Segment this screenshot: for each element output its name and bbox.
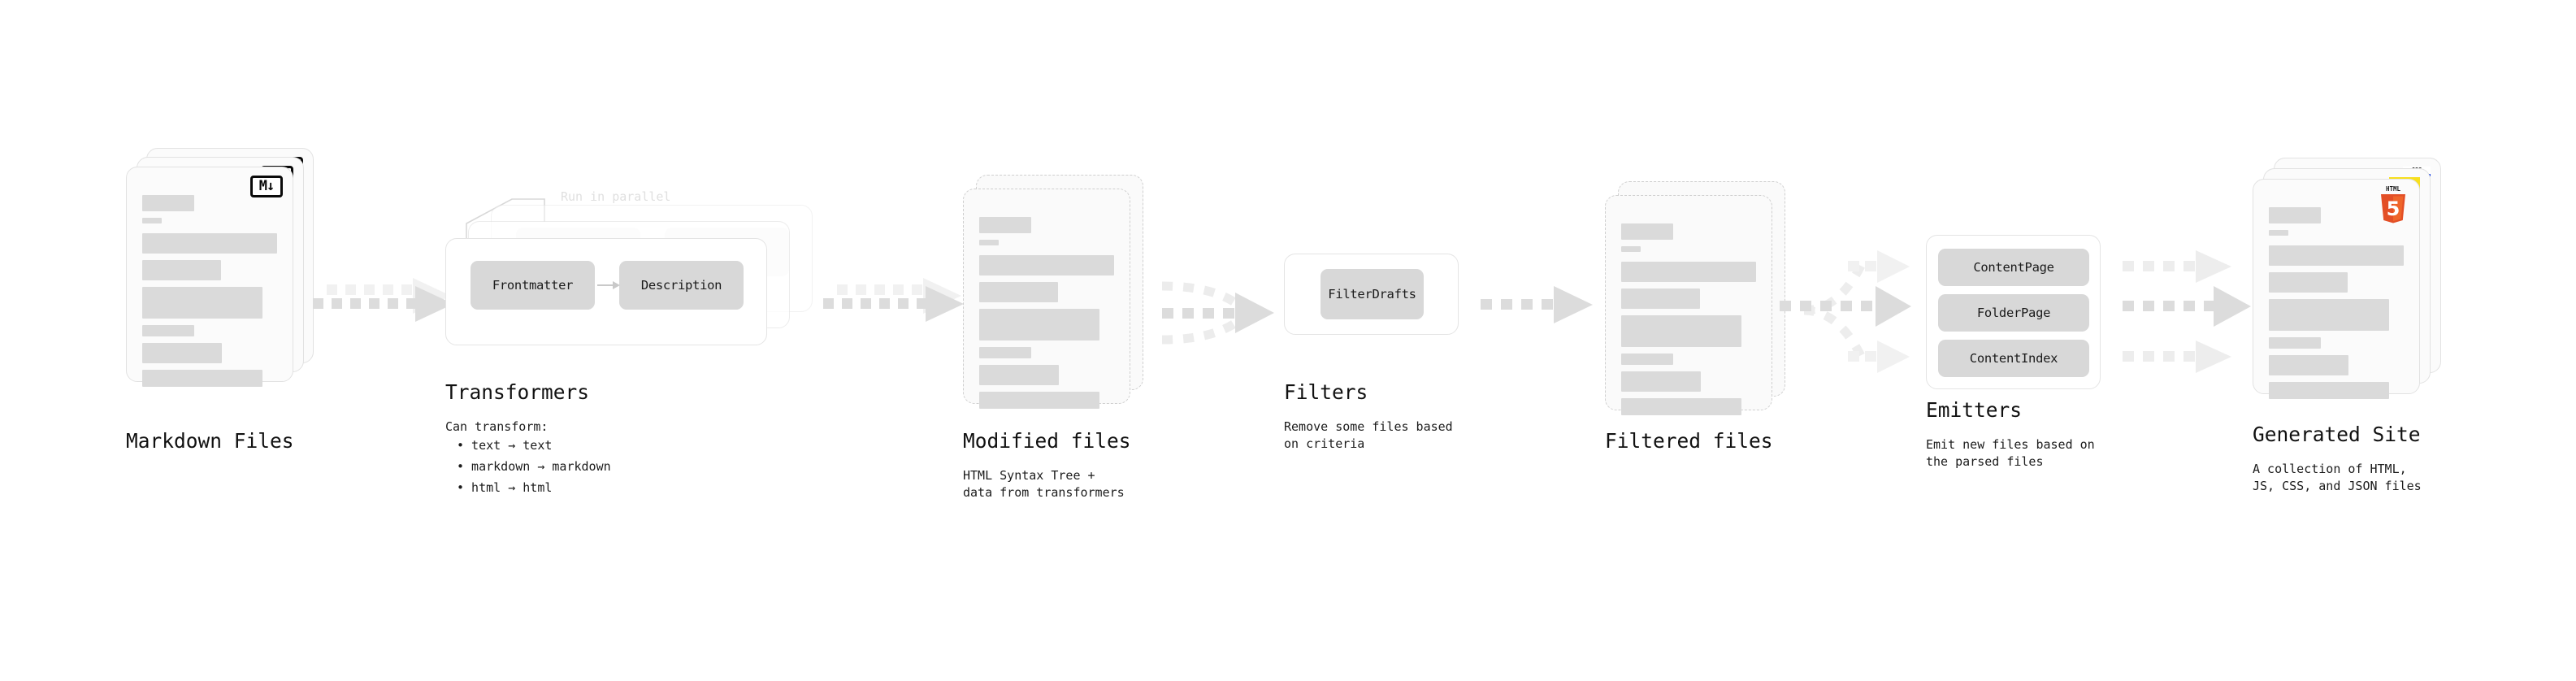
transformers-title: Transformers [445, 380, 590, 404]
content-bar [1621, 398, 1741, 415]
connector-transformers-to-modified [823, 278, 964, 322]
generated-site-subtitle: A collection of HTML, JS, CSS, and JSON … [2253, 462, 2422, 493]
content-bar [142, 287, 262, 319]
markdown-files-title: Markdown Files [126, 429, 294, 453]
modified-files-subtitle: HTML Syntax Tree + data from transformer… [963, 468, 1125, 500]
content-bar [1621, 288, 1700, 309]
content-bar [979, 217, 1031, 233]
content-bar [979, 392, 1099, 409]
content-bar [979, 365, 1059, 385]
filters-title: Filters [1284, 380, 1368, 404]
transformers-subtitle: Can transform: [445, 419, 549, 434]
document-content-lines [142, 195, 279, 393]
transformer-box-front[interactable]: Frontmatter Description [445, 238, 767, 345]
filters-box[interactable]: FilterDrafts [1284, 254, 1459, 335]
filter-pill-filterdrafts[interactable]: FilterDrafts [1321, 269, 1424, 319]
content-bar [1621, 315, 1741, 347]
connector-markdown-to-transformers [313, 278, 453, 322]
modified-card-front[interactable] [963, 189, 1130, 409]
content-bar [142, 218, 162, 223]
markdown-card-front[interactable]: M↓ [126, 167, 293, 387]
content-bar [979, 240, 999, 245]
emitter-pill-contentpage[interactable]: ContentPage [1938, 249, 2089, 286]
filtered-files-title: Filtered files [1605, 429, 1773, 453]
transformer-pill-frontmatter[interactable]: Frontmatter [471, 261, 595, 310]
content-bar [979, 282, 1058, 302]
content-bar [142, 325, 194, 336]
content-bar [979, 347, 1031, 358]
emitter-pill-contentindex[interactable]: ContentIndex [1938, 340, 2089, 377]
transformers-bullet-2: • html → html [457, 480, 553, 495]
content-bar [2269, 272, 2348, 293]
content-bar [142, 195, 194, 211]
site-card-front[interactable]: HTML 5 [2253, 179, 2420, 399]
modified-files-title: Modified files [963, 429, 1131, 453]
transformers-bullet-0: • text → text [457, 438, 553, 453]
content-bar [142, 260, 221, 280]
content-bar [1621, 223, 1673, 240]
content-bar [142, 370, 262, 387]
connector-emitters-to-site [2123, 250, 2251, 373]
filters-subtitle: Remove some files based on criteria [1284, 419, 1453, 451]
content-bar [2269, 337, 2321, 349]
content-bar [979, 309, 1099, 340]
transformer-inner-arrow [597, 281, 620, 289]
content-bar [2269, 230, 2288, 236]
content-bar [2269, 382, 2389, 399]
transformers-bullet-1: • markdown → markdown [457, 459, 611, 474]
emitters-box[interactable]: ContentPage FolderPage ContentIndex [1926, 235, 2101, 389]
filtered-card-front[interactable] [1605, 195, 1772, 415]
document-content-lines [1621, 223, 1758, 422]
emitters-subtitle: Emit new files based on the parsed files [1926, 437, 2095, 469]
connector-filters-to-filtered [1481, 286, 1593, 323]
emitter-pill-folderpage[interactable]: FolderPage [1938, 294, 2089, 332]
connector-filtered-to-emitters [1780, 250, 1911, 373]
document-content-lines [979, 217, 1116, 415]
content-bar [1621, 354, 1673, 365]
document-content-lines [2269, 207, 2405, 406]
emitters-title: Emitters [1926, 398, 2023, 422]
content-bar [979, 255, 1114, 275]
content-bar [2269, 299, 2389, 331]
generated-site-title: Generated Site [2253, 423, 2421, 446]
transformer-pill-description[interactable]: Description [619, 261, 744, 310]
run-in-parallel-label: Run in parallel [561, 189, 671, 204]
content-bar [2269, 207, 2321, 223]
content-bar [142, 343, 222, 363]
markdown-icon: M↓ [250, 176, 283, 197]
content-bar [2269, 245, 2404, 266]
connector-modified-to-filters [1161, 281, 1274, 345]
content-bar [1621, 262, 1756, 282]
content-bar [1621, 246, 1641, 252]
content-bar [1621, 371, 1701, 392]
svg-text:HTML: HTML [2386, 185, 2401, 193]
content-bar [142, 233, 277, 254]
content-bar [2269, 355, 2348, 375]
